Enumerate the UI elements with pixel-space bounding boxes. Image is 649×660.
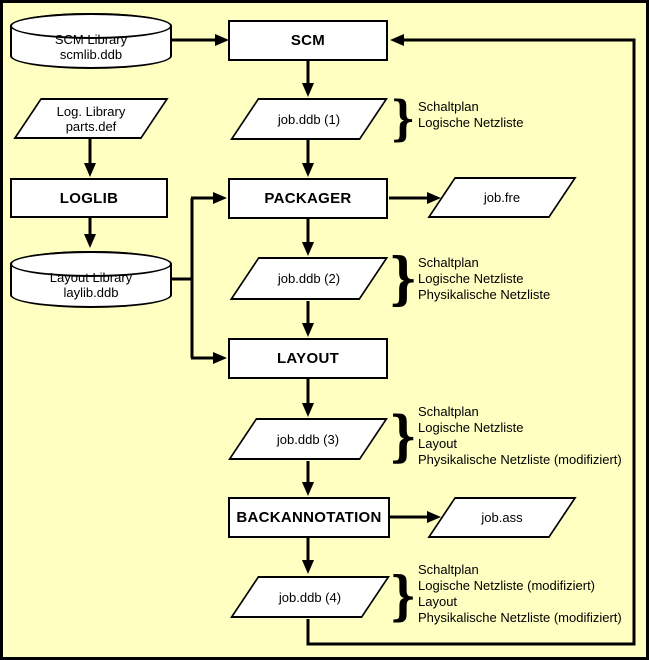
- layout-library-cylinder: Layout Library laylib.ddb: [10, 251, 172, 308]
- annotation-line: Layout: [418, 594, 458, 609]
- label-line: SCM Library: [54, 32, 128, 47]
- annotation-job-ddb-3: Schaltplan Logische Netzliste Layout Phy…: [418, 404, 622, 468]
- annotation-line: Schaltplan: [418, 562, 479, 577]
- job-ass-label: job.ass: [481, 510, 523, 525]
- job-ddb-4-label: job.ddb (4): [278, 589, 342, 605]
- label-line: laylib.ddb: [63, 285, 119, 300]
- annotation-line: Logische Netzliste (modifiziert): [418, 578, 596, 593]
- backannotation-box-label: BACKANNOTATION: [236, 509, 382, 526]
- annotation-job-ddb-1: Schaltplan Logische Netzliste: [418, 99, 524, 131]
- annotation-line: Schaltplan: [418, 404, 479, 419]
- label-line: Log. Library: [56, 103, 126, 119]
- layout-box: LAYOUT: [228, 338, 388, 379]
- arrow-partsdef-to-loglib: [84, 139, 96, 177]
- arrow-branch-to-layout: [191, 352, 227, 364]
- arrow-branch-to-packager: [191, 192, 227, 204]
- brace-icon: }: [389, 566, 417, 627]
- job-ddb-2-parallelogram: job.ddb (2): [229, 257, 389, 300]
- arrow-backannotation-to-jobass: [390, 511, 441, 523]
- annotation-line: Physikalische Netzliste: [418, 287, 551, 302]
- annotation-line: Physikalische Netzliste (modifiziert): [418, 610, 622, 625]
- backannotation-box: BACKANNOTATION: [228, 497, 390, 538]
- brace-icon: }: [389, 404, 417, 468]
- job-ddb-4-parallelogram: job.ddb (4): [229, 576, 391, 618]
- label-line: Layout Library: [49, 270, 133, 285]
- label-line: parts.def: [65, 118, 117, 134]
- arrow-layout-to-jobddb3: [302, 379, 314, 417]
- label-line: scmlib.ddb: [59, 47, 123, 62]
- annotation-line: Schaltplan: [418, 99, 479, 114]
- arrow-feedback-jobddb4-to-scm: [306, 34, 636, 646]
- arrow-scmlib-to-scm: [170, 34, 229, 46]
- annotation-line: Logische Netzliste: [418, 115, 524, 130]
- brace-icon: }: [390, 91, 416, 147]
- log-library-label: Log. Library parts.def: [29, 100, 153, 137]
- arrow-backannotation-to-jobddb4: [302, 538, 314, 574]
- job-ddb-2-label: job.ddb (2): [277, 271, 341, 286]
- line-laylib-to-branch: [171, 198, 194, 358]
- arrow-packager-to-jobddb2: [302, 219, 314, 256]
- layout-box-label: LAYOUT: [276, 350, 340, 367]
- annotation-line: Physikalische Netzliste (modifiziert): [418, 452, 622, 467]
- scm-box-label: SCM: [290, 32, 326, 49]
- scm-library-label: SCM Library scmlib.ddb: [12, 32, 170, 62]
- job-fre-label: job.fre: [483, 190, 521, 205]
- arrow-jobddb1-to-packager: [302, 140, 314, 177]
- annotation-job-ddb-2: Schaltplan Logische Netzliste Physikalis…: [418, 255, 550, 303]
- layout-library-label: Layout Library laylib.ddb: [12, 270, 170, 300]
- job-ddb-1-parallelogram: job.ddb (1): [229, 98, 389, 140]
- arrow-scm-to-jobddb1: [302, 61, 314, 97]
- job-fre-parallelogram: job.fre: [427, 177, 577, 218]
- loglib-box: LOGLIB: [10, 178, 168, 218]
- arrow-jobddb2-to-layout: [302, 301, 314, 337]
- annotation-line: Layout: [418, 436, 458, 451]
- job-ddb-1-label: job.ddb (1): [277, 111, 341, 127]
- log-library-parallelogram: Log. Library parts.def: [13, 98, 169, 139]
- annotation-line: Schaltplan: [418, 255, 479, 270]
- packager-box-label: PACKAGER: [264, 190, 352, 207]
- brace-icon: }: [388, 246, 418, 312]
- job-ddb-3-parallelogram: job.ddb (3): [227, 418, 389, 460]
- arrow-loglib-to-laylib: [84, 218, 96, 248]
- arrow-packager-to-jobfre: [389, 192, 441, 204]
- annotation-line: Logische Netzliste: [418, 271, 524, 286]
- scm-library-cylinder: SCM Library scmlib.ddb: [10, 13, 172, 69]
- annotation-line: Logische Netzliste: [418, 420, 524, 435]
- scm-box: SCM: [228, 20, 388, 61]
- job-ass-parallelogram: job.ass: [427, 497, 577, 538]
- annotation-job-ddb-4: Schaltplan Logische Netzliste (modifizie…: [418, 562, 622, 626]
- packager-box: PACKAGER: [228, 178, 388, 219]
- job-ddb-3-label: job.ddb (3): [276, 431, 340, 447]
- loglib-box-label: LOGLIB: [59, 189, 119, 207]
- arrow-jobddb3-to-backannotation: [302, 461, 314, 496]
